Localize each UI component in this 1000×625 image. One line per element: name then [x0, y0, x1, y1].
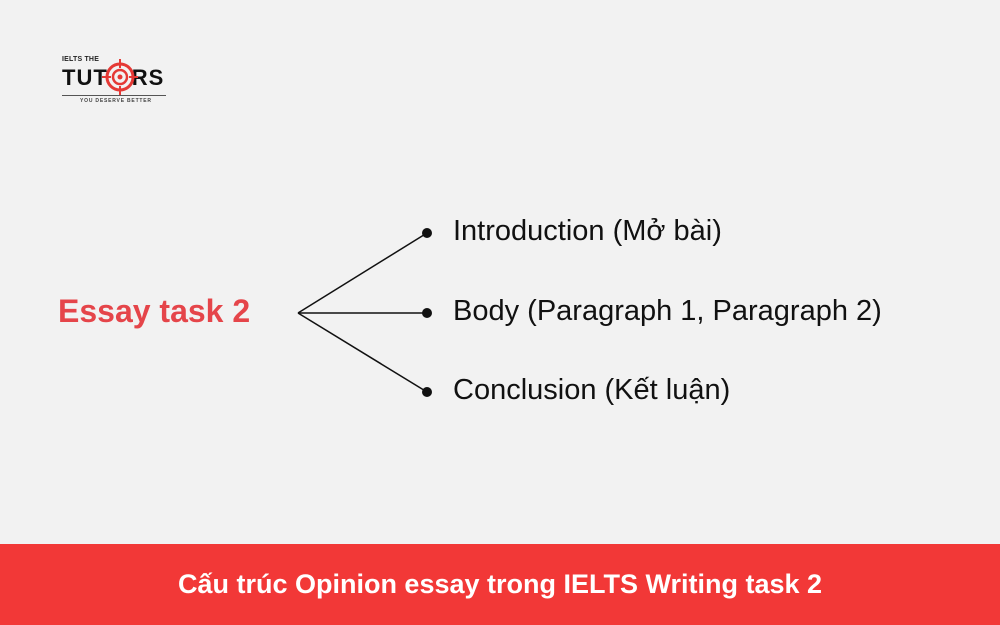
brand-logo: IELTS THE TUT RS YOU DESERVE BETTER — [62, 56, 172, 108]
bullet-introduction — [422, 228, 432, 238]
branch-connectors — [297, 232, 428, 393]
logo-divider — [62, 95, 166, 96]
logo-wordmark: TUT RS — [62, 67, 164, 89]
branch-conclusion: Conclusion (Kết luận) — [453, 374, 731, 406]
title-banner: Cấu trúc Opinion essay trong IELTS Writi… — [0, 544, 1000, 625]
logo-tagline: YOU DESERVE BETTER — [80, 98, 152, 104]
connector-conclusion — [297, 312, 428, 393]
branch-body: Body (Paragraph 1, Paragraph 2) — [453, 295, 882, 327]
target-icon — [102, 59, 138, 95]
banner-title: Cấu trúc Opinion essay trong IELTS Writi… — [177, 569, 823, 599]
branch-introduction: Introduction (Mở bài) — [453, 215, 722, 247]
connector-introduction — [297, 232, 428, 314]
bullet-conclusion — [422, 387, 432, 397]
diagram-root-label: Essay task 2 — [58, 293, 251, 329]
logo-word-left: TUT — [62, 65, 108, 90]
logo-top-text: IELTS THE — [62, 56, 100, 63]
bullet-body — [422, 308, 432, 318]
logo-word-right: RS — [131, 65, 165, 90]
